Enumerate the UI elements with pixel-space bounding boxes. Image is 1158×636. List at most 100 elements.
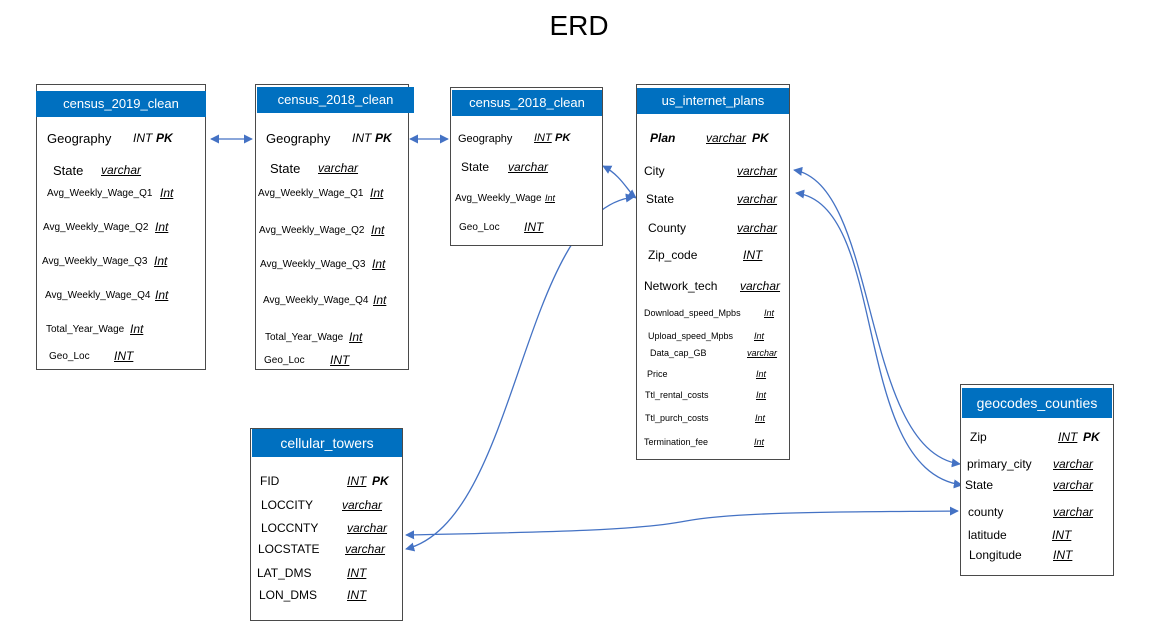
- field-name: Download_speed_Mpbs: [644, 308, 741, 318]
- field-type: INT: [114, 349, 134, 363]
- field-type: varchar: [1053, 457, 1094, 471]
- field-name: Ttl_purch_costs: [645, 413, 709, 423]
- field-name: State: [646, 192, 675, 206]
- field-type: Int: [755, 413, 766, 423]
- entity-header-cellular-towers: cellular_towers: [252, 429, 402, 457]
- field-name: LOCSTATE: [258, 542, 320, 556]
- field-type: varchar: [737, 221, 778, 235]
- entity-us-internet-plans: [636, 84, 790, 460]
- field-name: Total_Year_Wage: [46, 324, 125, 335]
- field-type: varchar: [740, 279, 781, 293]
- field-name: County: [648, 221, 687, 235]
- field-type: varchar: [508, 160, 549, 174]
- field-type: varchar: [706, 131, 747, 145]
- field-type: INT: [534, 132, 552, 144]
- field-name: FID: [260, 474, 280, 488]
- field-name: Geo_Loc: [49, 351, 90, 362]
- field-type: Int: [155, 220, 169, 234]
- field-type: varchar: [318, 161, 359, 175]
- field-type: Int: [155, 288, 169, 302]
- field-name: Geography: [266, 131, 331, 146]
- field-name: Avg_Weekly_Wage_Q4: [45, 290, 151, 301]
- field-name: LAT_DMS: [257, 566, 312, 580]
- entity-header-census-2018-clean: census_2018_clean: [257, 87, 414, 113]
- field-name: Longitude: [969, 548, 1022, 562]
- entity-header-census-2018-clean-small: census_2018_clean: [452, 90, 602, 116]
- field-type: Int: [154, 254, 168, 268]
- connector-internet-towers: [405, 193, 635, 552]
- field-name: State: [461, 160, 490, 174]
- connector-census2018b-internet: [602, 165, 637, 199]
- field-name: Avg_Weekly_Wage_Q3: [42, 256, 148, 267]
- pk-marker: PK: [555, 132, 571, 144]
- pk-marker: PK: [156, 131, 173, 145]
- field-type: Int: [349, 330, 363, 344]
- pk-marker: PK: [372, 474, 389, 488]
- field-name: Geography: [47, 131, 112, 146]
- field-name: State: [53, 163, 84, 178]
- field-name: Geo_Loc: [264, 355, 305, 366]
- field-type: Int: [373, 293, 387, 307]
- entity-header-geocodes-counties: geocodes_counties: [962, 388, 1112, 418]
- pk-marker: PK: [752, 131, 769, 145]
- field-type: Int: [372, 257, 386, 271]
- field-type: INT: [330, 353, 350, 367]
- field-name: Avg_Weekly_Wage_Q3: [260, 259, 366, 270]
- field-name: Network_tech: [644, 279, 718, 293]
- field-name: Plan: [650, 131, 676, 145]
- field-name: City: [644, 164, 665, 178]
- field-name: Zip: [970, 430, 987, 444]
- field-type: Int: [545, 193, 556, 203]
- field-type: INT: [524, 220, 544, 234]
- field-name: Price: [647, 369, 668, 379]
- field-name: Avg_Weekly_Wage_Q1: [47, 188, 153, 199]
- field-type: Int: [754, 437, 765, 447]
- field-type: INT: [347, 566, 367, 580]
- field-type: INT: [352, 131, 372, 145]
- diagram-title: ERD: [549, 10, 609, 41]
- connector-internet-state-geocodes: [795, 189, 963, 489]
- pk-marker: PK: [1083, 430, 1100, 444]
- entity-census-2019-clean: [36, 84, 206, 370]
- field-type: Int: [756, 390, 767, 400]
- field-name: Avg_Weekly_Wage_Q4: [263, 295, 369, 306]
- field-name: LOCCNTY: [261, 521, 319, 535]
- field-name: Avg_Weekly_Wage: [455, 193, 542, 204]
- field-name: Avg_Weekly_Wage_Q2: [43, 222, 149, 233]
- field-type: Int: [764, 308, 775, 318]
- field-type: Int: [754, 331, 765, 341]
- field-type: INT: [1053, 548, 1073, 562]
- field-type: varchar: [101, 163, 142, 177]
- entity-census-2018-clean: [255, 84, 409, 370]
- field-type: varchar: [1053, 505, 1094, 519]
- connector-towers-geocodes: [405, 506, 959, 540]
- connector-internet-city-geocodes: [793, 166, 961, 468]
- field-name: county: [968, 505, 1004, 519]
- field-name: Upload_speed_Mpbs: [648, 331, 734, 341]
- field-type: varchar: [737, 192, 778, 206]
- field-type: INT: [1058, 430, 1078, 444]
- field-type: INT: [743, 248, 763, 262]
- field-type: varchar: [747, 348, 778, 358]
- field-type: Int: [756, 369, 767, 379]
- field-type: varchar: [342, 498, 383, 512]
- field-name: Geo_Loc: [459, 222, 500, 233]
- field-type: Int: [371, 223, 385, 237]
- field-type: Int: [130, 322, 144, 336]
- field-name: Zip_code: [648, 248, 698, 262]
- field-type: Int: [160, 186, 174, 200]
- field-type: varchar: [345, 542, 386, 556]
- field-type: INT: [347, 588, 367, 602]
- field-name: LOCCITY: [261, 498, 314, 512]
- field-type: varchar: [737, 164, 778, 178]
- entity-cellular-towers: [250, 428, 403, 621]
- field-name: latitude: [968, 528, 1007, 542]
- field-name: Ttl_rental_costs: [645, 390, 709, 400]
- field-type: varchar: [347, 521, 388, 535]
- field-name: Avg_Weekly_Wage_Q2: [259, 225, 365, 236]
- field-name: Total_Year_Wage: [265, 332, 344, 343]
- field-name: Geography: [458, 133, 513, 145]
- field-type: varchar: [1053, 478, 1094, 492]
- field-type: INT: [1052, 528, 1072, 542]
- entity-header-census-2019-clean: census_2019_clean: [36, 91, 206, 117]
